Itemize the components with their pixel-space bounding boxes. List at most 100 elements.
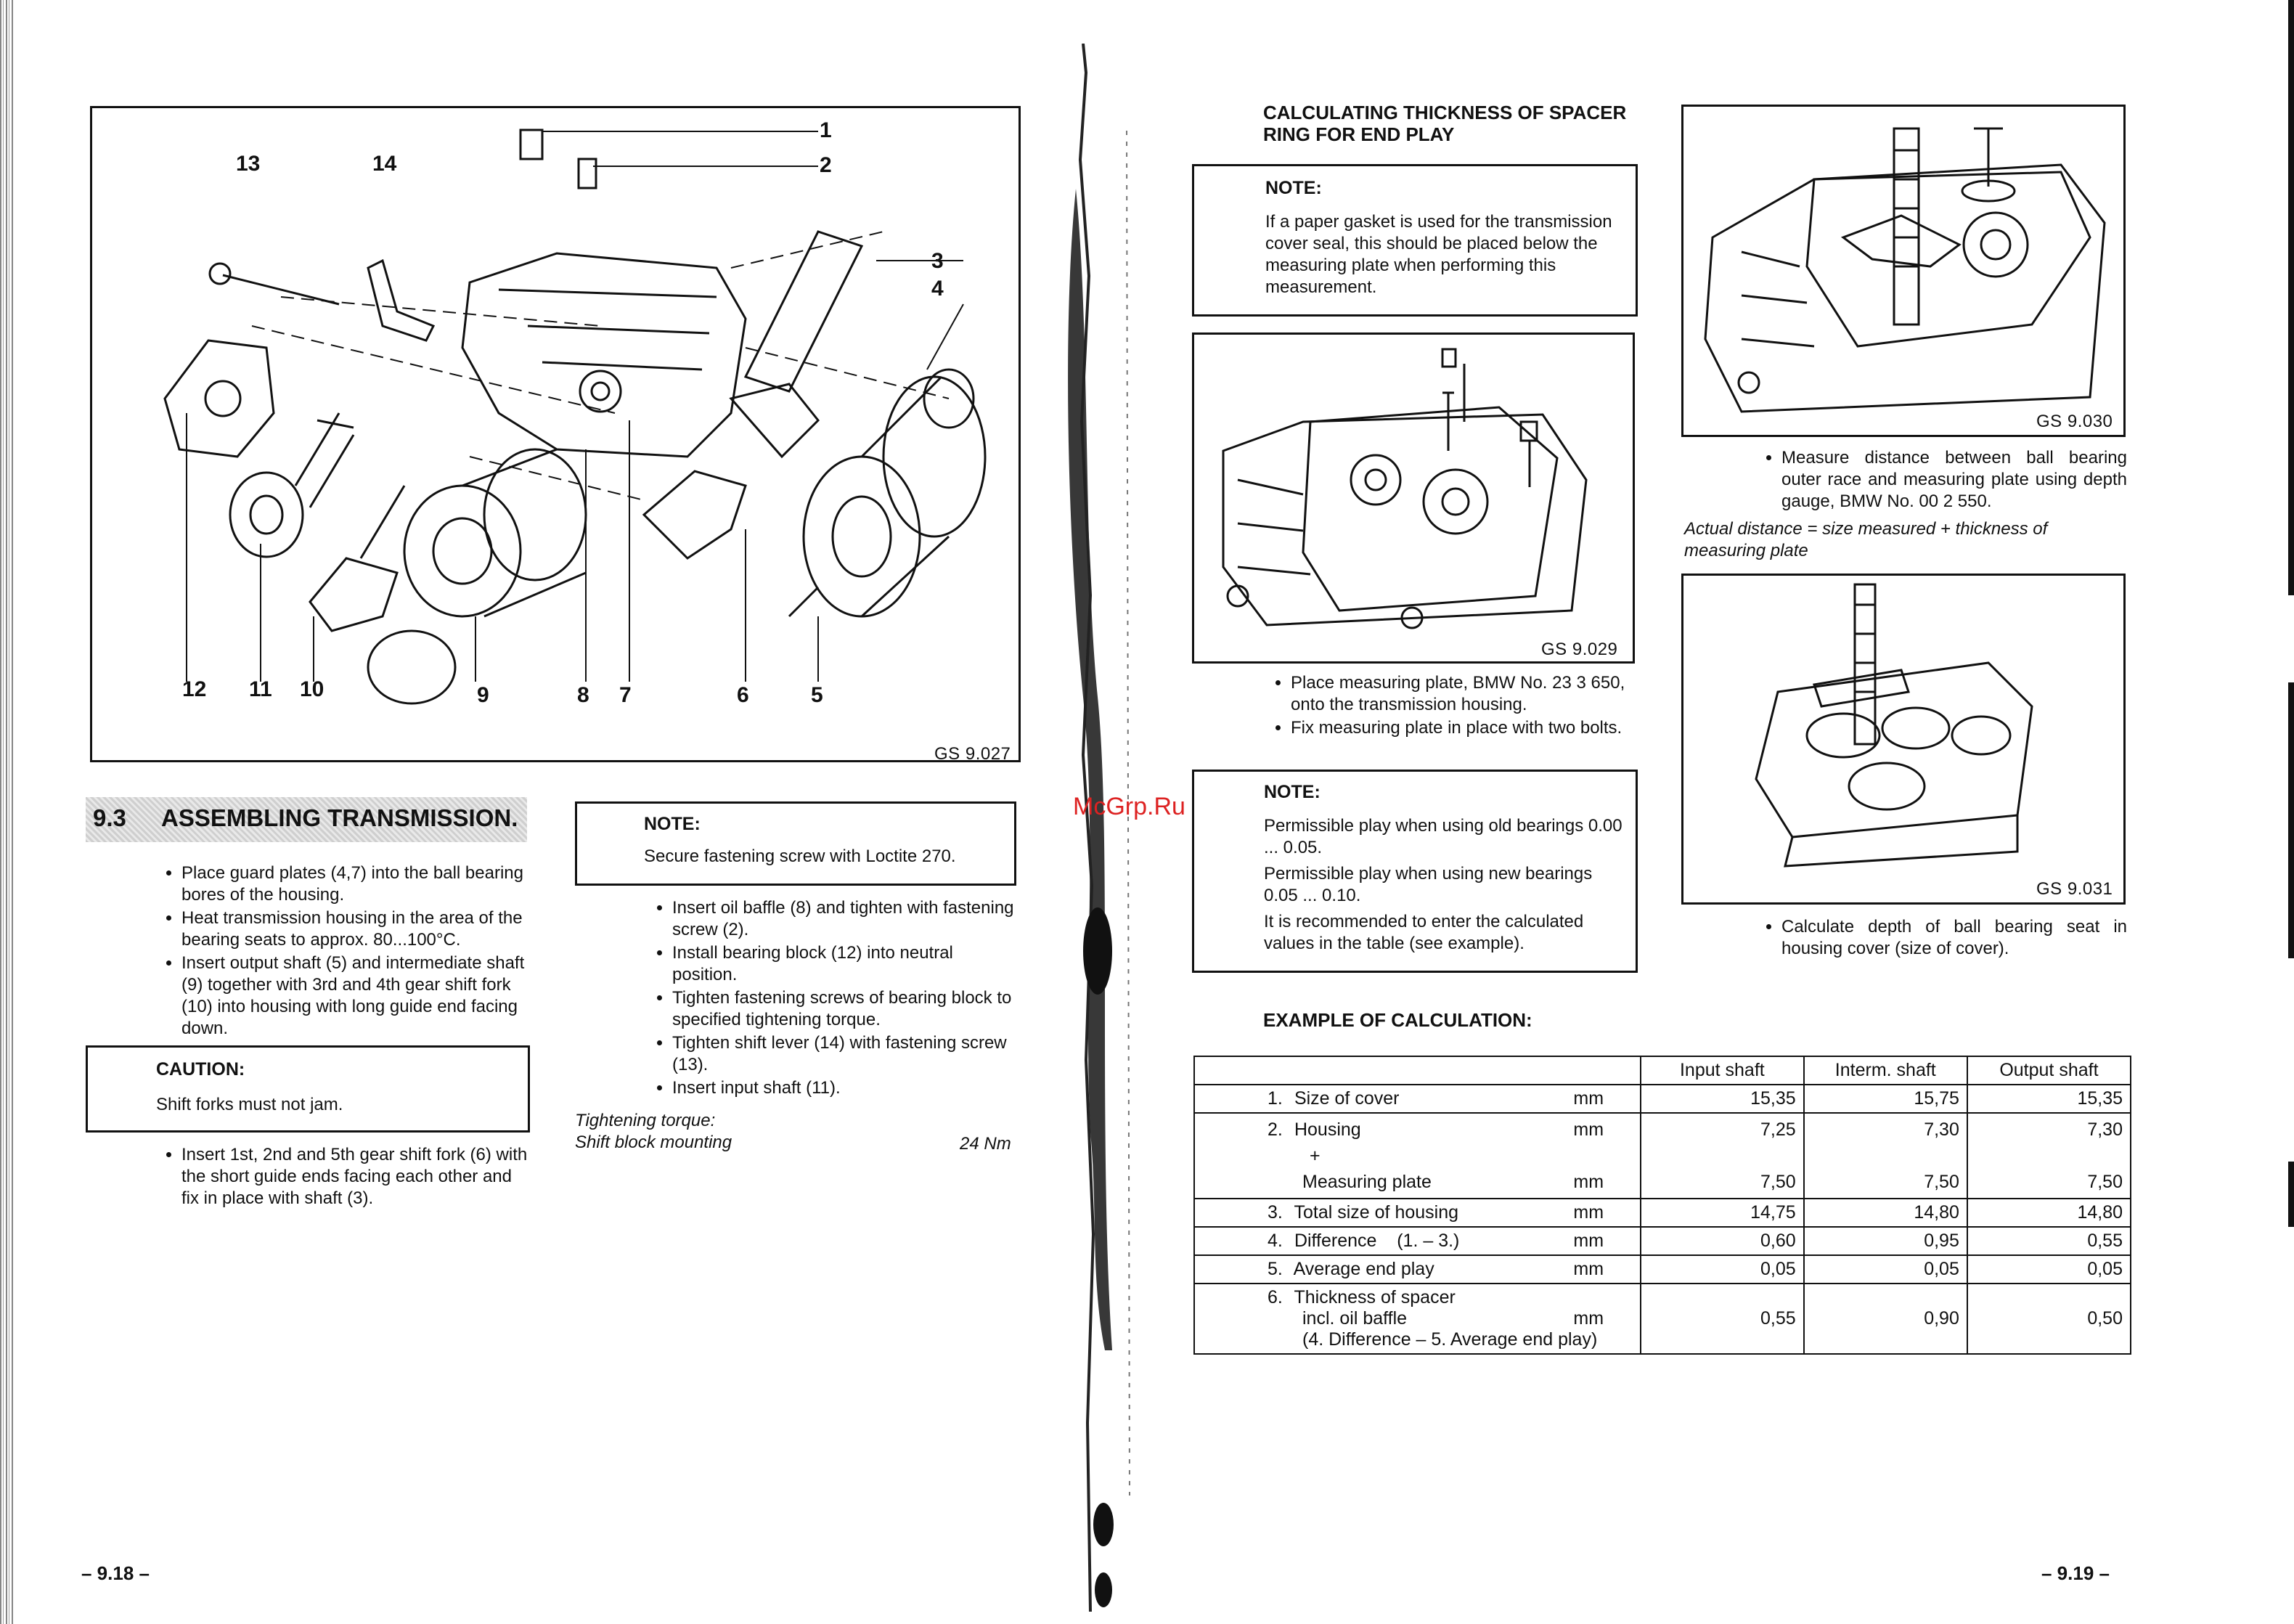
note-title: NOTE: — [1265, 178, 1322, 198]
table-cell: 7,30 7,50 — [1966, 1112, 2132, 1199]
book-spine-shadow — [1068, 44, 1130, 1612]
list-item: Place guard plates (4,7) into the ball b… — [181, 862, 530, 906]
callout-11: 11 — [249, 677, 272, 701]
table-cell: 0,55 — [1640, 1283, 1805, 1355]
caution-text: Shift forks must not jam. — [156, 1095, 343, 1114]
page-number-right: – 9.19 – — [2041, 1562, 2110, 1584]
step-measure-distance: Measure distance between ball bearing ou… — [1751, 447, 2127, 514]
table-row: 4. Difference (1. – 3.) mm 0,60 0,95 0,5… — [1193, 1226, 2132, 1256]
callout-14: 14 — [372, 152, 397, 176]
row-plus: + — [1310, 1146, 1321, 1166]
row-label: Thickness of spacer — [1294, 1287, 1456, 1307]
table-cell: 0,05 — [1966, 1254, 2132, 1284]
row-label-cell: 6. Thickness of spacer incl. oil baffle … — [1193, 1283, 1642, 1355]
table-header-cell: Interm. shaft — [1803, 1056, 1968, 1085]
row-label: Average end play — [1293, 1259, 1434, 1279]
section-number: 9.3 — [93, 804, 126, 831]
row-label: Total size of housing — [1294, 1202, 1459, 1223]
cell-value: 7,50 — [1760, 1172, 1796, 1192]
row-unit: mm — [1573, 1231, 1604, 1251]
table-row: 5. Average end play mm 0,05 0,05 0,05 — [1193, 1254, 2132, 1284]
table-header-cell: Input shaft — [1640, 1056, 1805, 1085]
cell-value: 7,30 — [2087, 1119, 2123, 1140]
note-line: It is recommended to enter the calculate… — [1264, 912, 1584, 953]
row-label: Housing — [1294, 1119, 1361, 1140]
callout-9: 9 — [477, 683, 489, 707]
step-calc-depth: Calculate depth of ball bearing seat in … — [1751, 916, 2127, 961]
table-cell: 15,75 — [1803, 1084, 1968, 1114]
torque-item: Shift block mounting — [575, 1133, 732, 1152]
figure-ref: GS 9.027 — [934, 744, 1011, 764]
cell-value: 7,25 — [1760, 1119, 1796, 1140]
row-label-cell: 3. Total size of housing mm — [1193, 1198, 1642, 1228]
list-item: Fix measuring plate in place with two bo… — [1291, 717, 1636, 739]
measuring-plate-illustration — [1222, 348, 1588, 629]
table-row: 1. Size of cover mm 15,35 15,75 15,35 — [1193, 1084, 2132, 1114]
callout-2: 2 — [820, 153, 832, 177]
section-title: ASSEMBLING TRANSMISSION. — [161, 804, 518, 831]
note-box-loctite: NOTE: Secure fastening screw with Loctit… — [575, 801, 1016, 886]
note-line: Permissible play when using old bearings… — [1264, 816, 1622, 857]
torque-value: 24 Nm — [960, 1134, 1011, 1154]
callout-13: 13 — [236, 152, 261, 176]
note-text: If a paper gasket is used for the transm… — [1265, 212, 1612, 297]
table-cell: 7,25 7,50 — [1640, 1112, 1805, 1199]
row-label-cell: 5. Average end play mm — [1193, 1254, 1642, 1284]
table-cell: 0,90 — [1803, 1283, 1968, 1355]
assembly-steps-col2: Insert oil baffle (8) and tighten with f… — [642, 897, 1018, 1101]
row-label: Measuring plate — [1302, 1172, 1432, 1192]
callout-12: 12 — [182, 677, 207, 701]
row-label: (4. Difference – 5. Average end play) — [1302, 1329, 1598, 1350]
list-item: Tighten fastening screws of bearing bloc… — [672, 987, 1018, 1031]
note-title: NOTE: — [644, 814, 701, 834]
figure-gs-9-030: GS 9.030 — [1681, 105, 2126, 437]
table-cell: 0,95 — [1803, 1226, 1968, 1256]
page-number-left: – 9.18 – — [81, 1562, 150, 1584]
row-label: incl. oil baffle — [1302, 1308, 1408, 1329]
callout-7: 7 — [619, 683, 632, 707]
table-row: 3. Total size of housing mm 14,75 14,80 … — [1193, 1198, 2132, 1228]
torque-label: Tightening torque: — [575, 1111, 716, 1130]
row-label: Size of cover — [1294, 1088, 1400, 1109]
table-cell: 15,35 — [1640, 1084, 1805, 1114]
cell-value: 7,30 — [1924, 1119, 1959, 1140]
row-unit: mm — [1573, 1119, 1604, 1140]
row-number: 2. — [1268, 1119, 1283, 1140]
note-text: Secure fastening screw with Loctite 270. — [644, 846, 956, 866]
table-header-row: Input shaft Interm. shaft Output shaft — [1193, 1056, 2132, 1085]
example-title: EXAMPLE OF CALCULATION: — [1263, 1009, 1532, 1031]
table-row: 2. Housing mm + Measuring plate mm 7,25 … — [1193, 1112, 2132, 1199]
table-row: 6. Thickness of spacer incl. oil baffle … — [1193, 1283, 2132, 1355]
figure-gs-9-029: GS 9.029 — [1192, 332, 1635, 664]
housing-cover-illustration — [1755, 583, 2033, 868]
exploded-transmission-illustration — [163, 128, 987, 705]
assembly-steps-col1: Place guard plates (4,7) into the ball b… — [151, 862, 530, 1041]
row-unit: mm — [1573, 1172, 1604, 1192]
table-cell: 14,75 — [1640, 1198, 1805, 1228]
row-number: 3. — [1268, 1202, 1283, 1223]
section-heading: 9.3 ASSEMBLING TRANSMISSION. — [86, 797, 527, 842]
table-cell: 14,80 — [1966, 1198, 2132, 1228]
list-item: Insert oil baffle (8) and tighten with f… — [672, 897, 1018, 941]
figure-ref: GS 9.030 — [2036, 412, 2113, 431]
callout-3: 3 — [931, 249, 944, 273]
list-item: Heat transmission housing in the area of… — [181, 907, 530, 951]
actual-distance-note: Actual distance = size measured + thickn… — [1684, 519, 2048, 560]
watermark: McGrp.Ru — [1073, 793, 1185, 820]
assembly-steps-col1b: Insert 1st, 2nd and 5th gear shift fork … — [151, 1144, 530, 1211]
caution-title: CAUTION: — [156, 1059, 245, 1080]
table-cell: 0,05 — [1640, 1254, 1805, 1284]
note-box-play: NOTE: Permissible play when using old be… — [1192, 770, 1638, 973]
callout-5: 5 — [811, 683, 823, 707]
row-unit: mm — [1573, 1308, 1604, 1329]
list-item: Install bearing block (12) into neutral … — [672, 942, 1018, 986]
depth-gauge-illustration — [1704, 127, 2106, 413]
table-header-cell — [1193, 1056, 1642, 1085]
callout-6: 6 — [737, 683, 749, 707]
callout-8: 8 — [577, 683, 589, 707]
table-header-cell: Output shaft — [1966, 1056, 2132, 1085]
row-label: Difference (1. – 3.) — [1294, 1231, 1460, 1251]
row-number: 5. — [1268, 1259, 1283, 1279]
note-line: Permissible play when using new bearings… — [1264, 864, 1593, 905]
table-cell: 7,30 7,50 — [1803, 1112, 1968, 1199]
